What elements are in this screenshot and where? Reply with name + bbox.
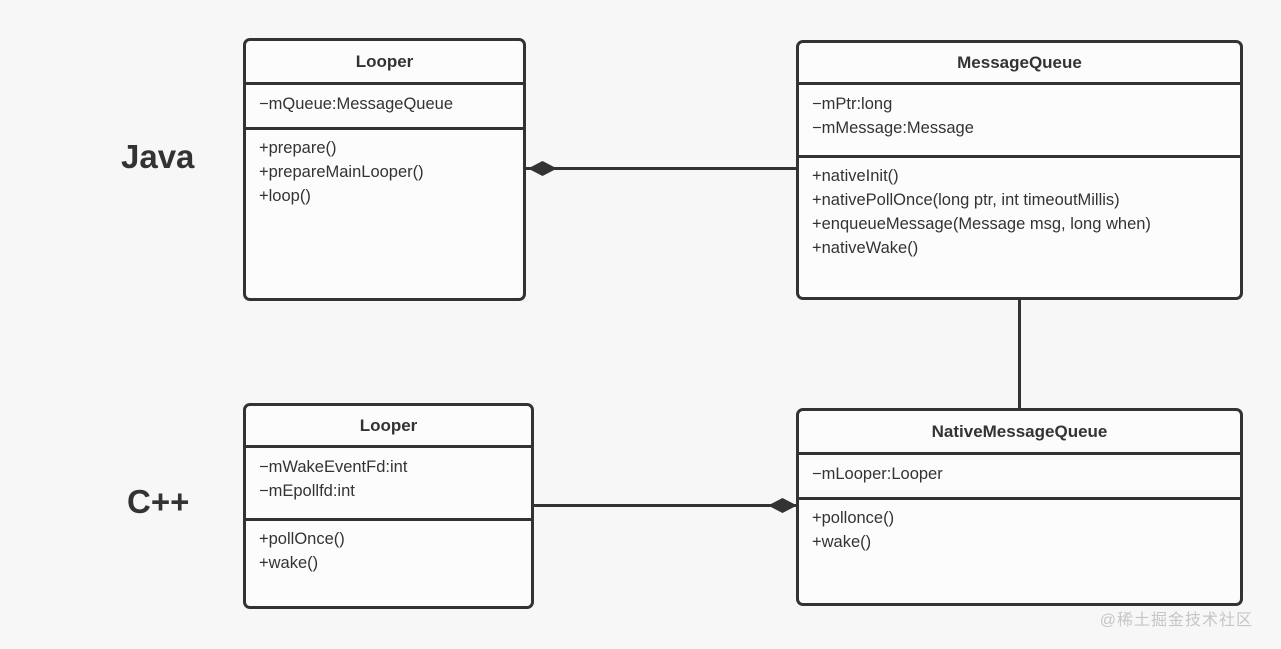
- watermark: @稀土掘金技术社区: [1099, 612, 1253, 629]
- association-edge-messagequeue-nativemessagequeue: [1018, 299, 1021, 410]
- method: +nativeInit(): [812, 167, 899, 185]
- class-attributes: −mLooper:Looper: [799, 455, 1240, 500]
- class-methods: +prepare() +prepareMainLooper() +loop(): [246, 130, 523, 298]
- class-title: MessageQueue: [799, 43, 1240, 85]
- composition-edge-java-looper-messagequeue: [524, 167, 798, 170]
- method: +nativeWake(): [812, 239, 919, 257]
- method: +enqueueMessage(Message msg, long when): [812, 215, 1151, 233]
- class-methods: +nativeInit() +nativePollOnce(long ptr, …: [799, 158, 1240, 297]
- composition-edge-cpp-looper-nativemessagequeue: [531, 504, 798, 507]
- layer-label-java: Java: [121, 138, 195, 175]
- class-box-message-queue: MessageQueue −mPtr:long −mMessage:Messag…: [796, 40, 1243, 300]
- class-attributes: −mWakeEventFd:int −mEpollfd:int: [246, 448, 531, 521]
- class-box-java-looper: Looper −mQueue:MessageQueue +prepare() +…: [243, 38, 526, 301]
- attribute: −mMessage:Message: [812, 119, 974, 137]
- method: +loop(): [259, 187, 311, 205]
- class-attributes: −mQueue:MessageQueue: [246, 85, 523, 130]
- method: +nativePollOnce(long ptr, int timeoutMil…: [812, 191, 1120, 209]
- method: +pollonce(): [812, 509, 895, 527]
- method: +prepare(): [259, 139, 337, 157]
- class-box-cpp-looper: Looper −mWakeEventFd:int −mEpollfd:int +…: [243, 403, 534, 609]
- attribute: −mQueue:MessageQueue: [259, 95, 453, 113]
- method: +wake(): [812, 533, 872, 551]
- method: +pollOnce(): [259, 530, 345, 548]
- attribute: −mWakeEventFd:int: [259, 458, 408, 476]
- class-box-native-message-queue: NativeMessageQueue −mLooper:Looper +poll…: [796, 408, 1243, 606]
- attribute: −mPtr:long: [812, 95, 893, 113]
- attribute: −mEpollfd:int: [259, 482, 355, 500]
- class-methods: +pollOnce() +wake(): [246, 521, 531, 606]
- class-methods: +pollonce() +wake(): [799, 500, 1240, 603]
- class-title: Looper: [246, 41, 523, 85]
- composition-diamond-icon: [768, 498, 797, 513]
- attribute: −mLooper:Looper: [812, 465, 943, 483]
- class-title: Looper: [246, 406, 531, 448]
- layer-label-cpp: C++: [127, 483, 190, 520]
- class-title: NativeMessageQueue: [799, 411, 1240, 455]
- class-attributes: −mPtr:long −mMessage:Message: [799, 85, 1240, 158]
- method: +wake(): [259, 554, 319, 572]
- composition-diamond-icon: [528, 161, 557, 176]
- method: +prepareMainLooper(): [259, 163, 424, 181]
